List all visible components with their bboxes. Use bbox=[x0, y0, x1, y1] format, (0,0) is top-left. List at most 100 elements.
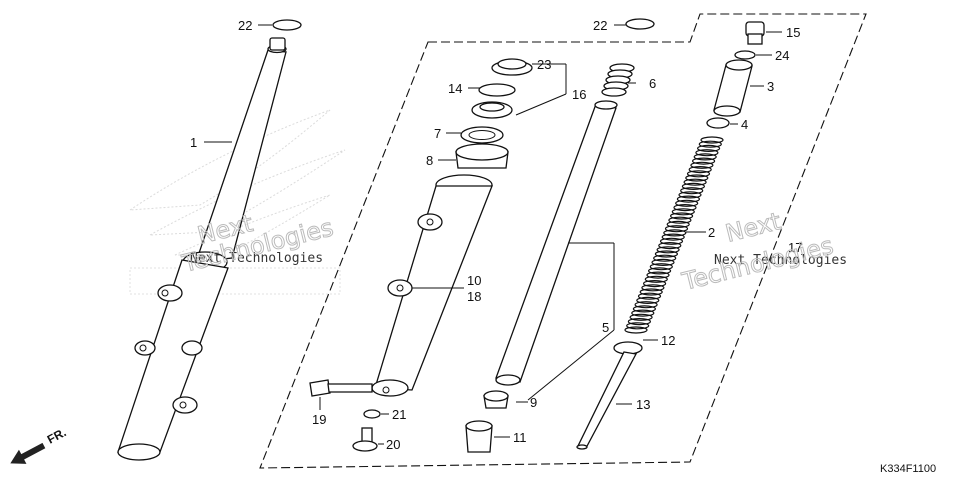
callout-8: 8 bbox=[426, 153, 433, 168]
spring-coil bbox=[636, 296, 660, 304]
spring-coil bbox=[673, 204, 697, 212]
o-ring-part-24 bbox=[734, 50, 756, 60]
oil-seal-stack bbox=[455, 58, 533, 169]
callout-7: 7 bbox=[434, 126, 441, 141]
spring-coil bbox=[644, 275, 668, 283]
circlip-part-22-right bbox=[625, 18, 655, 30]
washer-part-4 bbox=[706, 117, 730, 129]
fork-spring-part-2 bbox=[624, 136, 724, 334]
diagram-code: K334F1100 bbox=[880, 463, 936, 475]
callout-labels: 22 1 23 14 16 7 8 10 18 5 9 11 22 6 15 2… bbox=[190, 18, 802, 452]
bolt-part-20 bbox=[352, 427, 378, 452]
callout-24: 24 bbox=[775, 48, 789, 63]
spring-coil bbox=[654, 250, 679, 258]
rebound-spring-part-6 bbox=[601, 63, 635, 97]
spring-coil bbox=[696, 144, 721, 152]
callout-4: 4 bbox=[741, 117, 748, 132]
bolt-part-19 bbox=[309, 379, 373, 397]
spring-coil bbox=[653, 254, 677, 262]
fork-pipe-part-5 bbox=[495, 100, 618, 386]
front-direction-indicator: FR. bbox=[10, 425, 69, 464]
spring-coil bbox=[651, 258, 675, 266]
callout-6: 6 bbox=[649, 76, 656, 91]
callout-11: 11 bbox=[513, 430, 527, 445]
circlip-part-22-left bbox=[272, 19, 302, 31]
watermark-line-left: Next Technologies bbox=[190, 251, 323, 266]
spring-coil bbox=[624, 326, 648, 334]
spring-coil bbox=[669, 212, 694, 220]
callout-10: 10 bbox=[467, 273, 481, 288]
callout-21: 21 bbox=[392, 407, 406, 422]
callout-15: 15 bbox=[786, 25, 800, 40]
spring-coil bbox=[671, 208, 695, 216]
oil-lock-piece-part-11 bbox=[465, 420, 493, 453]
spring-coil bbox=[637, 292, 662, 300]
callout-1: 1 bbox=[190, 135, 197, 150]
spring-coil bbox=[688, 166, 712, 174]
spring-coil bbox=[659, 237, 684, 245]
spring-coil bbox=[658, 242, 682, 250]
spring-coil bbox=[656, 246, 680, 254]
spring-coil bbox=[664, 225, 689, 233]
callout-22-right: 22 bbox=[593, 18, 607, 33]
spring-coil bbox=[649, 263, 673, 271]
callout-13: 13 bbox=[636, 397, 650, 412]
spring-coil bbox=[685, 174, 709, 182]
callout-2: 2 bbox=[708, 225, 715, 240]
spring-coil bbox=[627, 318, 652, 326]
spring-coil bbox=[639, 288, 663, 296]
spring-coil bbox=[642, 280, 667, 288]
spring-coil bbox=[661, 233, 685, 241]
spring-coil bbox=[700, 136, 724, 144]
callout-16: 16 bbox=[572, 87, 586, 102]
callout-20: 20 bbox=[386, 437, 400, 452]
front-label: FR. bbox=[45, 425, 69, 446]
callout-18: 18 bbox=[467, 289, 481, 304]
spring-coil bbox=[668, 216, 692, 224]
spring-coil bbox=[632, 305, 657, 313]
spacer-part-3 bbox=[713, 59, 753, 117]
assembly-group-outline bbox=[259, 13, 867, 469]
callout-5: 5 bbox=[602, 320, 609, 335]
spring-coil bbox=[626, 322, 650, 330]
watermark-next-right: Next bbox=[723, 207, 784, 248]
watermark-tech-right: Technologies bbox=[679, 231, 836, 296]
watermark-text: Next Technologies Next Technologies Next… bbox=[178, 207, 847, 297]
spring-coil bbox=[675, 199, 699, 207]
spring-coil bbox=[691, 157, 716, 165]
spring-coil bbox=[690, 161, 714, 169]
callout-19: 19 bbox=[312, 412, 326, 427]
watermark-line-right: Next Technologies bbox=[714, 253, 847, 268]
callout-17: 17 bbox=[788, 240, 802, 255]
spring-coil bbox=[634, 301, 658, 309]
callout-3: 3 bbox=[767, 79, 774, 94]
callout-12: 12 bbox=[661, 333, 675, 348]
spring-coil bbox=[680, 187, 704, 195]
leader-lines bbox=[204, 24, 782, 445]
spring-coil bbox=[631, 309, 655, 317]
callout-9: 9 bbox=[530, 395, 537, 410]
spring-coil bbox=[695, 149, 719, 157]
callout-23: 23 bbox=[537, 57, 551, 72]
spring-coil bbox=[686, 170, 711, 178]
callout-14: 14 bbox=[448, 81, 462, 96]
fork-assembly-part-1 bbox=[117, 37, 287, 461]
spring-coil bbox=[629, 313, 653, 321]
callout-22-left: 22 bbox=[238, 18, 252, 33]
spring-coil bbox=[678, 191, 702, 199]
front-arrow-icon bbox=[10, 442, 46, 464]
washer-part-21 bbox=[363, 409, 381, 419]
spring-coil bbox=[681, 182, 706, 190]
spring-coil bbox=[663, 229, 687, 237]
spring-coil bbox=[647, 267, 672, 275]
damper-rod-part-13 bbox=[576, 351, 637, 450]
spring-coil bbox=[666, 220, 690, 228]
spring-coil bbox=[693, 153, 717, 161]
spring-coil bbox=[683, 178, 707, 186]
cap-bolt-part-15 bbox=[745, 21, 765, 45]
spring-coil bbox=[646, 271, 670, 279]
bushing-part-9 bbox=[483, 390, 509, 409]
spring-coil bbox=[698, 140, 722, 148]
spring-coil bbox=[676, 195, 701, 203]
